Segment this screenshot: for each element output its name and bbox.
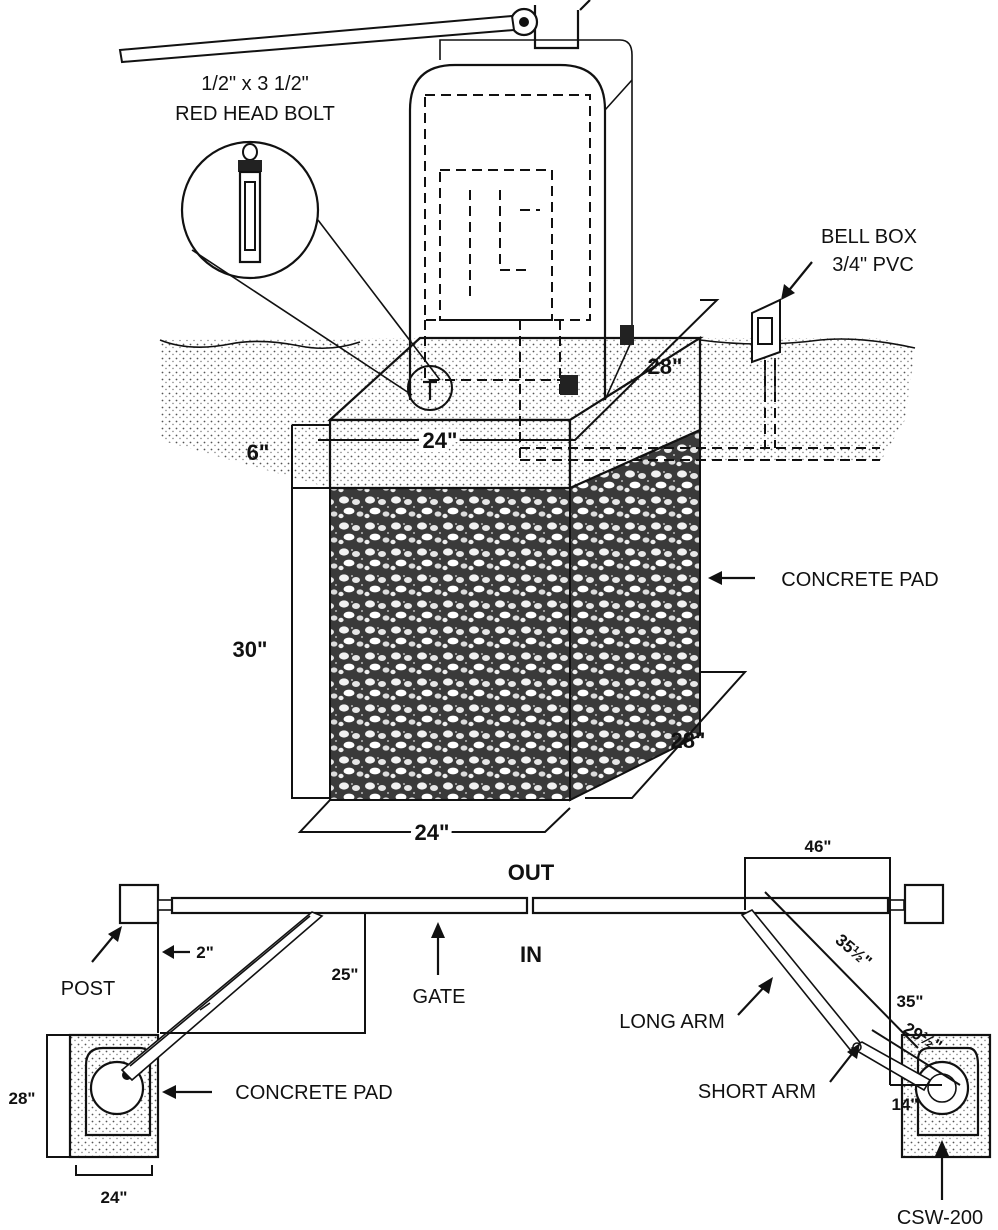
model-label: CSW-200 bbox=[897, 1207, 983, 1229]
bolt-detail bbox=[180, 140, 453, 411]
dim-footing-24-label: 24" bbox=[415, 820, 450, 845]
dim-top-28-label: 28" bbox=[648, 354, 683, 379]
bolt-name-label: RED HEAD BOLT bbox=[175, 103, 335, 125]
dim-35-label: 35" bbox=[897, 992, 924, 1011]
dim-35-half-label: 35½" bbox=[832, 930, 876, 971]
dim-35-half bbox=[764, 891, 919, 1049]
dim-2-label: 2" bbox=[196, 943, 214, 962]
dim-footing-30-label: 30" bbox=[233, 637, 268, 662]
dim-28-plan-label: 28" bbox=[9, 1089, 36, 1108]
gate-leaf-left bbox=[170, 896, 529, 915]
concrete-pad-label-lower: CONCRETE PAD bbox=[235, 1082, 392, 1104]
gravel-footing bbox=[329, 428, 701, 802]
long-arm-label: LONG ARM bbox=[619, 1011, 725, 1033]
dim-25 bbox=[160, 913, 366, 1034]
dim-28-plan bbox=[46, 1034, 70, 1158]
dim-24-plan bbox=[75, 1165, 153, 1176]
dim-top-24-label: 24" bbox=[423, 428, 458, 453]
dim-top-28 bbox=[555, 299, 720, 441]
arm-left bbox=[120, 911, 324, 1082]
gate-label: GATE bbox=[413, 986, 466, 1008]
concrete-pad-label-upper: CONCRETE PAD bbox=[781, 569, 938, 591]
dim-footing-24 bbox=[297, 799, 571, 833]
short-arm-label: SHORT ARM bbox=[698, 1081, 816, 1103]
ground-edge bbox=[159, 338, 916, 350]
ground-soil bbox=[160, 338, 915, 488]
dim-29-half bbox=[871, 1029, 961, 1086]
operator-housing bbox=[118, 0, 634, 460]
bell-box bbox=[751, 298, 781, 395]
dim-footing-28-label: 28" bbox=[671, 728, 706, 753]
in-label: IN bbox=[520, 942, 542, 967]
dim-footing-30 bbox=[291, 488, 330, 799]
bolt-size-label: 1/2" x 3 1/2" bbox=[201, 73, 309, 95]
dim-footing-28 bbox=[585, 671, 748, 799]
dim-46-label: 46" bbox=[805, 837, 832, 856]
conduit bbox=[520, 360, 880, 461]
concrete-pad-right bbox=[900, 1033, 992, 1159]
operator-arm bbox=[118, 14, 516, 64]
dim-25-label: 25" bbox=[332, 965, 359, 984]
post-right bbox=[903, 883, 945, 925]
dim-46 bbox=[744, 857, 891, 1085]
bell-box-label: BELL BOX bbox=[821, 226, 917, 248]
dim-slab-6 bbox=[291, 424, 330, 489]
pvc-label: 3/4" PVC bbox=[832, 254, 914, 276]
post-left bbox=[118, 883, 160, 925]
gate-leaf-right bbox=[531, 896, 890, 915]
bell-box-arrow bbox=[785, 261, 813, 295]
post-label: POST bbox=[61, 978, 115, 1000]
dim-24-plan-label: 24" bbox=[101, 1188, 128, 1207]
dim-14-label: 14" bbox=[892, 1095, 919, 1114]
out-label: OUT bbox=[508, 860, 555, 885]
plan-arrows bbox=[91, 922, 949, 1200]
dim-slab-6-label: 6" bbox=[247, 440, 270, 465]
